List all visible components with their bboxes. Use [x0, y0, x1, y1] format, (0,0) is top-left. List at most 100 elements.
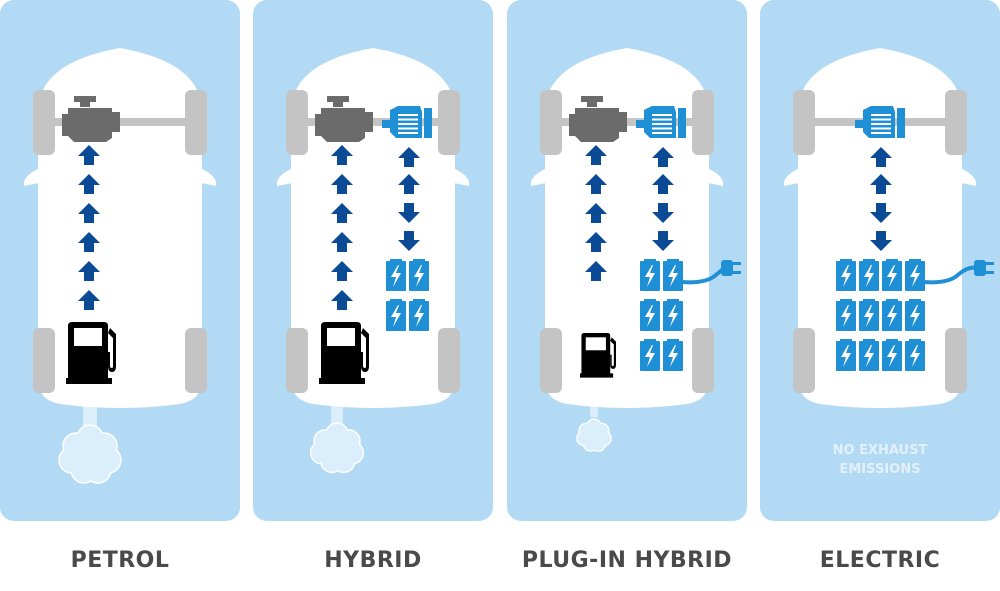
electric-flow-arrows	[870, 147, 892, 251]
arrow-down	[398, 203, 420, 223]
label-hybrid: HYBRID	[324, 548, 422, 573]
lightning-bolt	[391, 305, 401, 327]
note-line-1: NO EXHAUST	[832, 443, 928, 458]
wheel-front-left	[793, 90, 815, 155]
lightning-bolt	[887, 305, 897, 327]
arrow-up	[78, 290, 100, 310]
electric-flow-arrows	[398, 147, 420, 251]
arrow-up	[870, 174, 892, 194]
lightning-bolt	[864, 305, 874, 327]
electric-motor-icon	[855, 106, 905, 138]
arrow-up	[78, 232, 100, 252]
charging-plug-icon	[923, 260, 994, 285]
arrow-up	[331, 261, 353, 281]
battery-pack	[386, 259, 429, 331]
wheel-front-right	[438, 90, 460, 155]
arrow-up	[652, 147, 674, 167]
arrow-down	[870, 231, 892, 251]
lightning-bolt	[910, 345, 920, 367]
electric-motor-icon	[382, 106, 432, 138]
car-body	[23, 48, 217, 408]
wheel-rear-right	[945, 328, 967, 393]
lightning-bolt	[414, 265, 424, 287]
lightning-bolt	[645, 265, 655, 287]
engine-icon	[62, 96, 120, 142]
lightning-bolt	[414, 305, 424, 327]
petrol-scene	[23, 48, 217, 484]
lightning-bolt	[841, 345, 851, 367]
arrow-down	[652, 203, 674, 223]
lightning-bolt	[645, 345, 655, 367]
arrow-up	[331, 174, 353, 194]
note-line-2: EMISSIONS	[839, 462, 921, 477]
car-body	[276, 48, 470, 408]
lightning-bolt	[391, 265, 401, 287]
car-shell	[545, 48, 709, 408]
panel-plug-in-hybrid	[507, 0, 747, 521]
panel-hybrid	[253, 0, 493, 521]
arrow-up	[331, 145, 353, 165]
car-shell	[38, 48, 202, 408]
no-exhaust-note: NO EXHAUST EMISSIONS	[760, 441, 1000, 479]
fuel-pump-icon	[66, 322, 116, 384]
wheel-front-right	[185, 90, 207, 155]
fuel-flow-arrows	[585, 145, 607, 281]
arrow-up	[585, 203, 607, 223]
lightning-bolt	[887, 345, 897, 367]
arrow-up	[870, 147, 892, 167]
wheel-front-left	[286, 90, 308, 155]
electric-motor-icon	[636, 106, 686, 138]
battery-pack	[640, 259, 683, 371]
wheel-rear-left	[793, 328, 815, 393]
arrow-up	[78, 145, 100, 165]
wheel-rear-right	[438, 328, 460, 393]
lightning-bolt	[864, 265, 874, 287]
fuel-flow-arrows	[331, 145, 353, 310]
wheel-front-left	[540, 90, 562, 155]
charging-plug-icon	[681, 260, 741, 285]
battery-pack	[836, 259, 925, 371]
wheel-rear-right	[692, 328, 714, 393]
lightning-bolt	[841, 305, 851, 327]
arrow-up	[331, 290, 353, 310]
arrow-up	[331, 232, 353, 252]
lightning-bolt	[887, 265, 897, 287]
lightning-bolt	[910, 305, 920, 327]
arrow-up	[585, 174, 607, 194]
wheel-rear-left	[33, 328, 55, 393]
panel-electric: NO EXHAUST EMISSIONS	[760, 0, 1000, 521]
car-body	[530, 48, 724, 408]
arrow-up	[398, 147, 420, 167]
exhaust-cloud	[58, 402, 122, 484]
electric-flow-arrows	[652, 147, 674, 251]
arrow-up	[652, 174, 674, 194]
lightning-bolt	[910, 265, 920, 287]
fuel-flow-arrows	[78, 145, 100, 310]
wheel-front-right	[692, 90, 714, 155]
fuel-pump-icon	[580, 333, 616, 378]
label-petrol: PETROL	[70, 548, 170, 573]
arrow-up	[78, 174, 100, 194]
arrow-up	[398, 174, 420, 194]
label-electric: ELECTRIC	[819, 548, 941, 573]
hybrid-scene	[276, 48, 470, 474]
exhaust-cloud	[576, 402, 612, 452]
arrow-down	[652, 231, 674, 251]
panel-petrol	[0, 0, 240, 521]
lightning-bolt	[668, 265, 678, 287]
arrow-up	[78, 203, 100, 223]
car-body	[783, 48, 977, 408]
arrow-up	[585, 145, 607, 165]
engine-icon	[569, 96, 627, 142]
car-shell	[798, 48, 962, 408]
lightning-bolt	[645, 305, 655, 327]
arrow-up	[331, 203, 353, 223]
arrow-up	[78, 261, 100, 281]
lightning-bolt	[668, 305, 678, 327]
exhaust-cloud	[309, 402, 365, 474]
lightning-bolt	[864, 345, 874, 367]
wheel-rear-left	[540, 328, 562, 393]
car-shell	[291, 48, 455, 408]
arrow-down	[870, 203, 892, 223]
electric-scene	[783, 48, 994, 408]
